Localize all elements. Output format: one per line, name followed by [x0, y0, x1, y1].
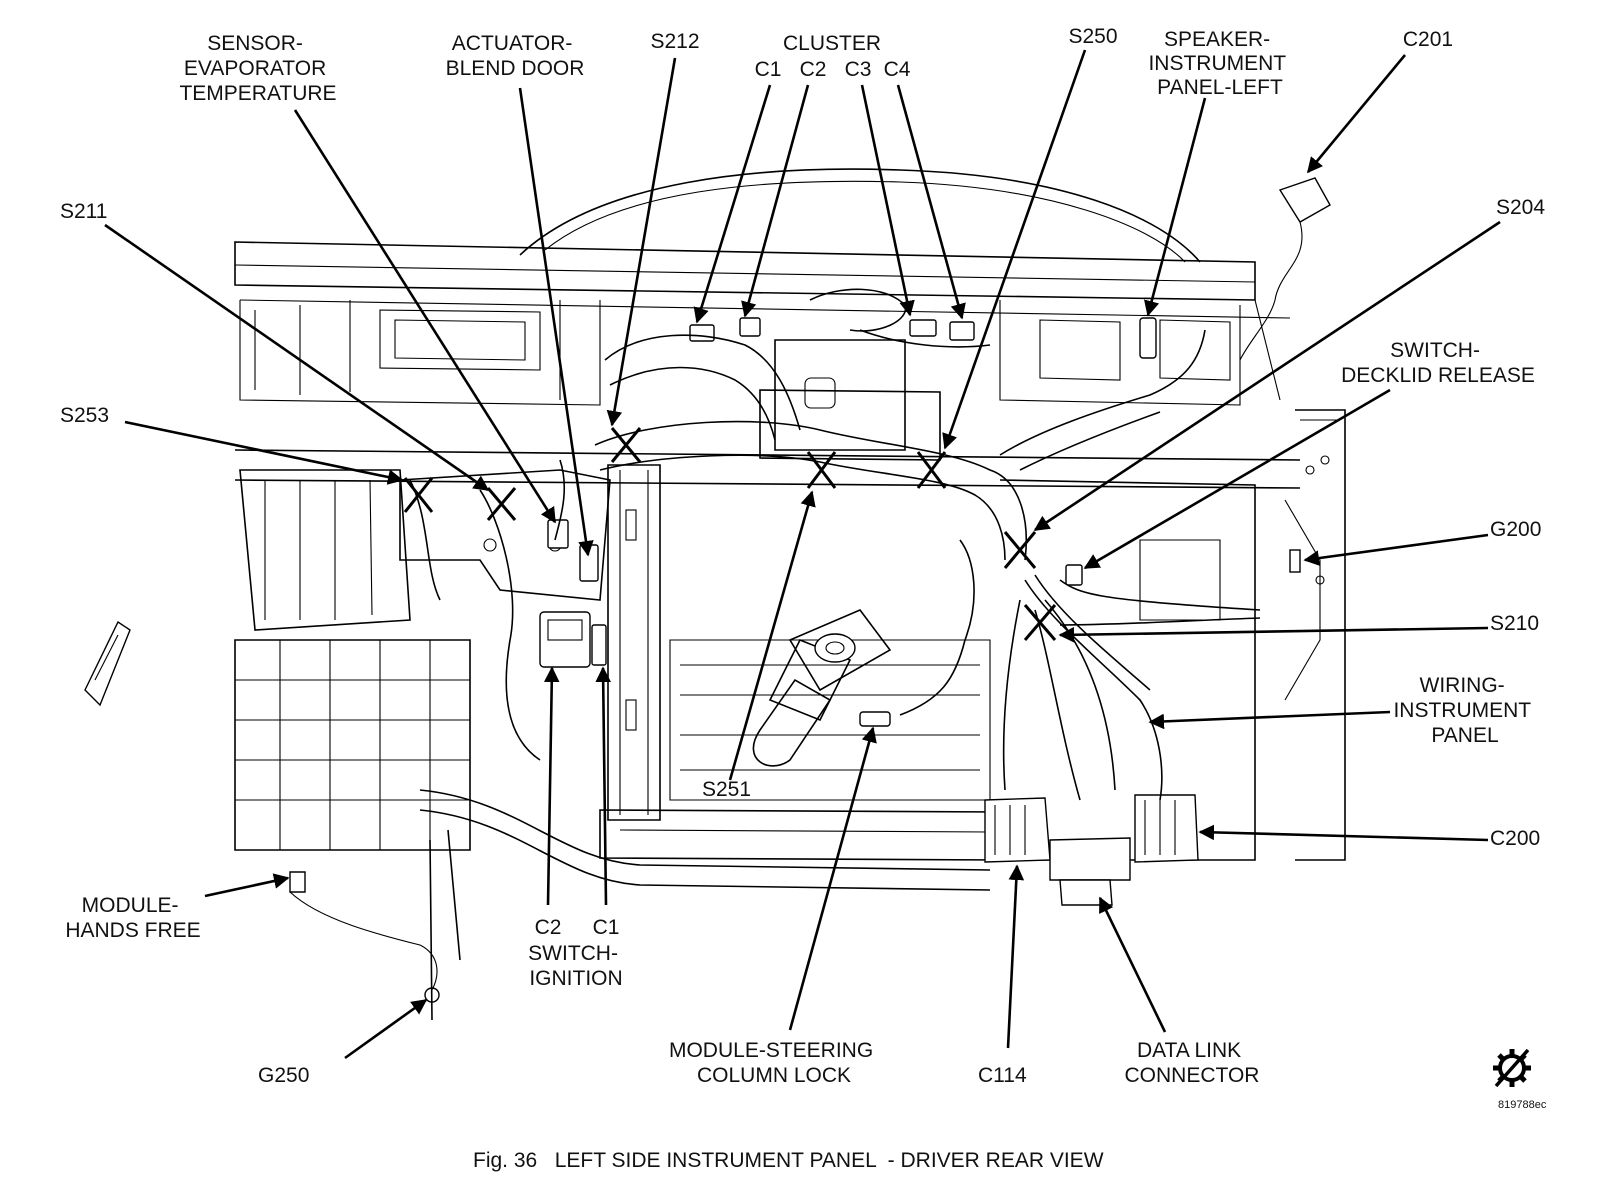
- label-s253: S253: [60, 404, 109, 427]
- splice-s211-mark: [486, 487, 517, 521]
- leader-c114: [1006, 864, 1025, 1049]
- splice-s212-mark: [610, 427, 642, 463]
- leader-s204: [1033, 220, 1501, 532]
- label-actuator: ACTUATOR- BLEND DOOR: [446, 32, 585, 80]
- label-cluster-c4: C4: [884, 58, 911, 81]
- figure-ref-code: 819788ec: [1498, 1099, 1547, 1111]
- leader-cluster-c4: [896, 84, 966, 320]
- label-s210: S210: [1490, 612, 1539, 635]
- leader-wiring-ip: [1148, 710, 1391, 730]
- label-s211: S211: [60, 200, 108, 223]
- leader-g200: [1303, 533, 1489, 566]
- label-s204: S204: [1496, 196, 1545, 219]
- leader-actuator: [518, 87, 594, 557]
- label-s251: S251: [702, 778, 751, 801]
- leader-s253: [124, 420, 404, 485]
- leader-s212: [606, 57, 677, 427]
- label-cluster: CLUSTER: [783, 32, 881, 55]
- splice-s210-mark: [1023, 604, 1057, 641]
- leader-cluster-c1: [693, 84, 772, 324]
- wiring-harness: [409, 288, 1261, 801]
- leader-dlc: [1098, 896, 1167, 1033]
- splice-markers: [403, 427, 1057, 641]
- leader-sensor-evap: [293, 109, 557, 524]
- leader-speaker: [1144, 97, 1207, 317]
- leader-g250: [344, 998, 428, 1060]
- label-module-steering: MODULE-STEERING COLUMN LOCK: [669, 1039, 879, 1087]
- leader-lines: [104, 49, 1501, 1060]
- dashboard-line-art: [84, 168, 1346, 1021]
- gear-slash-icon: [1493, 1048, 1531, 1088]
- label-c201: C201: [1403, 28, 1453, 51]
- figure-caption: Fig. 36 LEFT SIDE INSTRUMENT PANEL - DRI…: [473, 1149, 1104, 1172]
- leader-switch-decklid: [1083, 388, 1391, 570]
- leader-ignition-c1: [595, 666, 611, 906]
- splice-s251-mark: [806, 451, 837, 489]
- label-cluster-c1: C1: [755, 58, 782, 81]
- label-switch-ignition: SWITCH- IGNITION: [528, 942, 624, 990]
- splice-s204-mark: [1003, 531, 1037, 569]
- leader-cluster-c3: [860, 84, 915, 317]
- leader-s251: [728, 490, 816, 781]
- label-cluster-c3: C3: [845, 58, 872, 81]
- label-s250: S250: [1068, 25, 1117, 48]
- label-cluster-c2: C2: [800, 58, 827, 81]
- leader-ignition-c2: [543, 666, 560, 906]
- label-module-hands-free: MODULE- HANDS FREE: [65, 894, 200, 942]
- leader-s210: [1058, 626, 1489, 643]
- label-g200: G200: [1490, 518, 1541, 541]
- label-ignition-c1: C1: [593, 916, 620, 939]
- label-wiring-ip: WIRING- INSTRUMENT PANEL: [1393, 674, 1536, 747]
- label-c200: C200: [1490, 827, 1540, 850]
- leader-hands-free: [204, 873, 290, 898]
- leader-cluster-c2: [741, 84, 810, 318]
- label-dlc: DATA LINK CONNECTOR: [1125, 1039, 1260, 1087]
- label-s212: S212: [650, 30, 699, 53]
- label-g250: G250: [258, 1064, 309, 1087]
- splice-s250-mark: [916, 451, 947, 489]
- leader-s250: [942, 49, 1087, 450]
- label-switch-decklid: SWITCH- DECKLID RELEASE: [1341, 339, 1535, 387]
- label-speaker: SPEAKER- INSTRUMENT PANEL-LEFT: [1148, 28, 1291, 99]
- callout-labels: SENSOR- EVAPORATOR TEMPERATURE ACTUATOR-…: [60, 25, 1545, 1087]
- leader-module-steering: [788, 726, 877, 1031]
- label-ignition-c2: C2: [535, 916, 562, 939]
- leader-c200: [1198, 824, 1489, 842]
- label-c114: C114: [978, 1064, 1027, 1087]
- leader-s211: [104, 223, 490, 492]
- leader-c201: [1306, 54, 1407, 174]
- label-sensor-evap: SENSOR- EVAPORATOR TEMPERATURE: [179, 32, 336, 105]
- splice-s253-mark: [403, 477, 434, 513]
